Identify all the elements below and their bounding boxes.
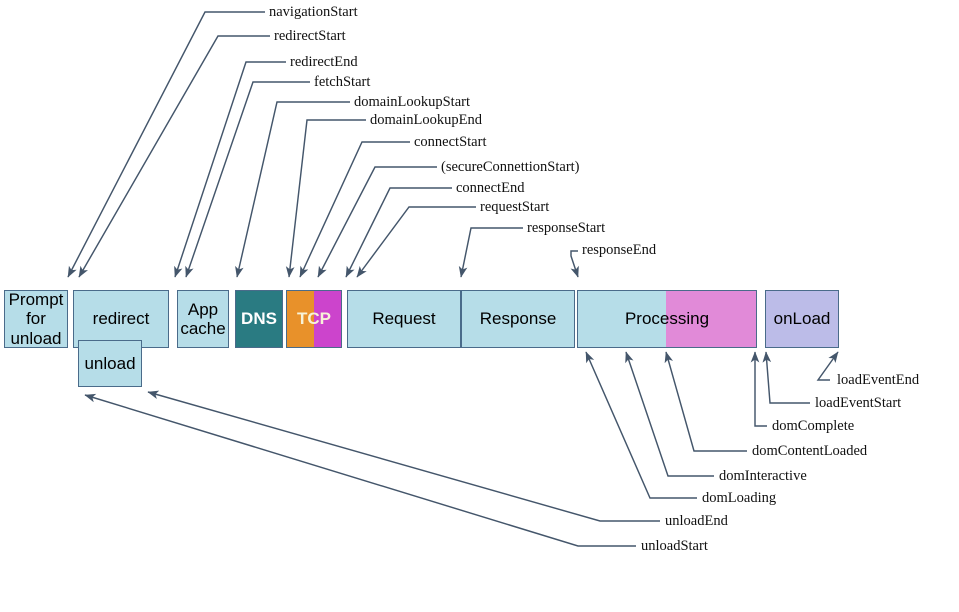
leader-responseStart	[458, 227, 523, 278]
processing-dom-segment	[666, 291, 756, 347]
leader-loadEventEnd	[816, 351, 839, 381]
phase-label-redirect: redirect	[92, 309, 150, 329]
phase-label-unload: unload	[84, 353, 136, 373]
mark-label-secureConnettionStart: (secureConnettionStart)	[441, 159, 580, 175]
phase-box-dns[interactable]: DNS	[235, 290, 283, 348]
leader-connectStart	[299, 141, 410, 278]
phase-label-processing: Processing	[624, 309, 710, 329]
mark-label-requestStart: requestStart	[480, 199, 550, 215]
mark-label-loadEventStart: loadEventStart	[815, 395, 902, 411]
mark-label-domContentLoaded: domContentLoaded	[752, 443, 868, 459]
phase-box-processing[interactable]: Processing	[577, 290, 757, 348]
phase-box-prompt-for-unload[interactable]: Prompt for unload	[4, 290, 68, 348]
mark-label-responseStart: responseStart	[527, 220, 606, 236]
phase-label-dns: DNS	[241, 309, 277, 329]
phase-label-onload: onLoad	[773, 309, 831, 329]
mark-label-unloadEnd: unloadEnd	[665, 513, 728, 529]
mark-label-domComplete: domComplete	[772, 418, 855, 434]
phase-box-app-cache[interactable]: App cache	[177, 290, 229, 348]
phase-box-response[interactable]: Response	[461, 290, 575, 348]
leader-unloadStart	[84, 393, 636, 547]
mark-label-domainLookupEnd: domainLookupEnd	[370, 112, 482, 128]
leader-responseEnd	[570, 250, 579, 278]
leader-redirectStart	[78, 35, 270, 278]
mark-label-connectEnd: connectEnd	[456, 180, 525, 196]
leader-domContentLoaded	[664, 351, 747, 452]
phase-label-response: Response	[479, 309, 557, 329]
phase-label-request: Request	[372, 309, 436, 329]
leader-domComplete	[750, 351, 767, 427]
mark-label-responseEnd: responseEnd	[582, 242, 657, 258]
leader-domainLookupStart	[235, 101, 350, 278]
leader-fetchStart	[185, 81, 310, 278]
leader-loadEventStart	[762, 351, 810, 404]
leader-domLoading	[585, 351, 697, 499]
mark-label-domLoading: domLoading	[702, 490, 777, 506]
leader-redirectEnd	[174, 61, 286, 278]
mark-label-loadEventEnd: loadEventEnd	[837, 372, 920, 388]
phase-label-tcp: TCP	[297, 309, 331, 329]
mark-label-redirectStart: redirectStart	[274, 28, 346, 44]
tcp-secure-connection-segment	[314, 291, 341, 347]
leader-requestStart	[356, 206, 476, 278]
mark-label-connectStart: connectStart	[414, 134, 487, 150]
mark-label-fetchStart: fetchStart	[314, 74, 371, 90]
mark-label-unloadStart: unloadStart	[641, 538, 708, 554]
leader-domInteractive	[625, 351, 714, 477]
mark-label-domInteractive: domInteractive	[719, 468, 807, 484]
mark-label-navigationStart: navigationStart	[269, 4, 358, 20]
phase-label-prompt-for-unload: Prompt for unload	[8, 290, 64, 348]
leader-connectEnd	[345, 187, 452, 278]
phase-box-request[interactable]: Request	[347, 290, 461, 348]
mark-label-domainLookupStart: domainLookupStart	[354, 94, 470, 110]
leader-unloadEnd	[147, 390, 660, 522]
mark-label-redirectEnd: redirectEnd	[290, 54, 358, 70]
phase-label-app-cache: App cache	[180, 299, 226, 338]
leader-secureConnettionStart	[317, 166, 437, 278]
leader-domainLookupEnd	[285, 119, 366, 278]
phase-box-onload[interactable]: onLoad	[765, 290, 839, 348]
phase-box-tcp[interactable]: TCP	[286, 290, 342, 348]
leader-navigationStart	[67, 11, 265, 278]
phase-box-unload[interactable]: unload	[78, 340, 142, 387]
phase-box-redirect[interactable]: redirect	[73, 290, 169, 348]
